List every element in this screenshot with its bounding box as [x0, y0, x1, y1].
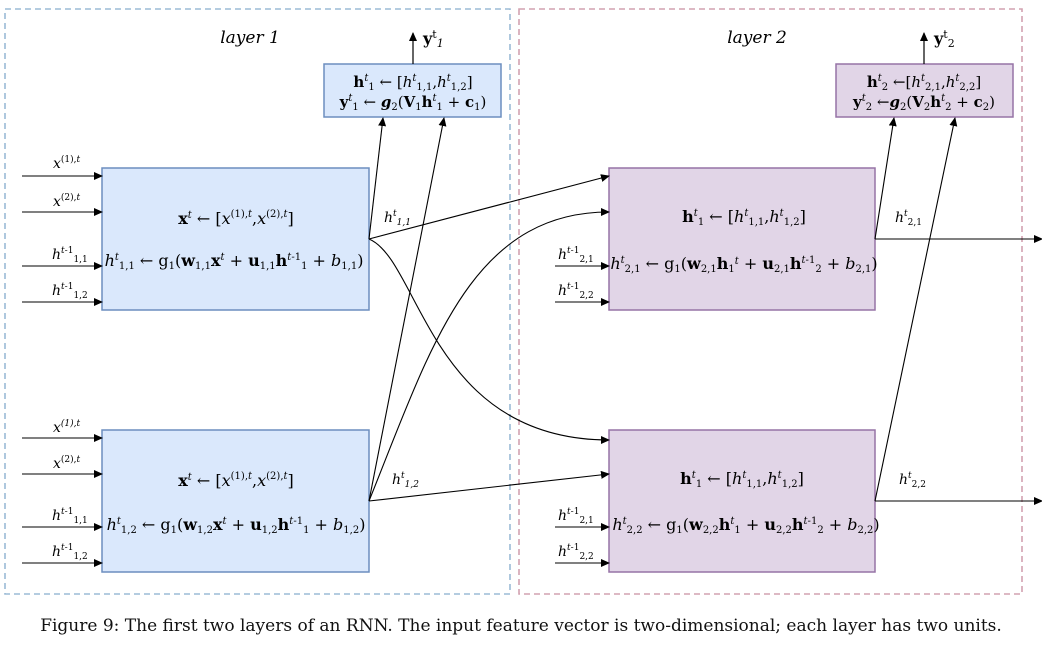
output-label-layer-1: yt1: [422, 28, 444, 50]
figure-caption: Figure 9: The first two layers of an RNN…: [40, 616, 1002, 636]
output-box-layer-1: [323, 63, 502, 118]
layer-2-title: layer 2: [727, 28, 787, 48]
label-h-2-2: ht2,2: [899, 471, 926, 490]
unit-1-2-inputs: x(1),t x(2),t ht-11,1 ht-11,2: [22, 418, 103, 567]
svg-text:ht-11,1: ht-11,1: [52, 246, 88, 265]
unit-1-2: [101, 429, 370, 573]
label-h-1-1: ht1,1: [384, 209, 411, 228]
svg-text:ht-12,2: ht-12,2: [558, 543, 594, 562]
connections-from-unit-2-2: [874, 117, 1042, 505]
unit-1-1: [101, 167, 370, 311]
unit-2-1: [608, 167, 876, 311]
unit-2-2-formula-h: ht1 ← [ht1,1,ht1,2]: [680, 469, 804, 490]
layer-1-title: layer 1: [220, 28, 280, 48]
label-h-2-1: ht2,1: [895, 209, 922, 228]
unit-2-2: [608, 429, 876, 573]
out1-formula-h: ht1 ← [ht1,1,ht1,2]: [353, 73, 472, 93]
unit-1-2-formula-h: ht1,2 ← g1(w1,2xt + u1,2ht-11 + b1,2): [107, 515, 366, 536]
unit-2-1-formula-update: ht2,1 ← g1(w2,1h1t + u2,1ht-12 + b2,1): [610, 254, 877, 275]
svg-text:ht-11,2: ht-11,2: [52, 282, 88, 301]
svg-text:x(2),t: x(2),t: [53, 192, 81, 210]
unit-1-1-formula-h: ht1,1 ← g1(w1,1xt + u1,1ht-11 + b1,1): [105, 251, 364, 272]
unit-2-2-inputs: ht-12,1 ht-12,2: [555, 507, 610, 567]
unit-2-2-formula-update: ht2,2 ← g1(w2,2ht1 + u2,2ht-12 + b2,2): [612, 515, 879, 536]
svg-text:ht-11,2: ht-11,2: [52, 543, 88, 562]
out2-formula-h: ht2 ←[ht2,1,ht2,2]: [867, 73, 981, 93]
connections-from-unit-1-2: [368, 117, 610, 502]
out2-formula-y: yt2 ←g2(V2ht2 + c2): [852, 93, 995, 113]
unit-2-1-formula-h: ht1 ← [ht1,1,ht1,2]: [682, 207, 806, 228]
unit-2-1-inputs: ht-12,1 ht-12,2: [555, 246, 610, 306]
svg-text:ht-11,1: ht-11,1: [52, 507, 88, 526]
output-box-layer-2: [835, 63, 1014, 118]
connections-from-unit-2-1: [874, 117, 1042, 243]
connections-from-unit-1-1: [368, 117, 610, 444]
svg-text:ht-12,2: ht-12,2: [558, 282, 594, 301]
svg-text:x(1),t: x(1),t: [53, 154, 81, 172]
svg-text:ht-12,1: ht-12,1: [558, 246, 594, 265]
layer-2-container: [518, 8, 1023, 595]
svg-text:ht-12,1: ht-12,1: [558, 507, 594, 526]
unit-1-1-formula-x: xt ← [x(1),t,x(2),t]: [178, 209, 294, 228]
unit-1-2-formula-x: xt ← [x(1),t,x(2),t]: [178, 471, 294, 490]
svg-text:x(1),t: x(1),t: [53, 418, 81, 436]
svg-text:x(2),t: x(2),t: [53, 454, 81, 472]
layer-1-container: [4, 8, 511, 595]
label-h-1-2: ht1,2: [392, 471, 419, 490]
unit-1-1-inputs: x(1),t x(2),t ht-11,1 ht-11,2: [22, 154, 103, 306]
out1-formula-y: yt1 ← g2(V1ht1 + c1): [339, 93, 487, 113]
output-label-layer-2: yt2: [933, 28, 955, 50]
